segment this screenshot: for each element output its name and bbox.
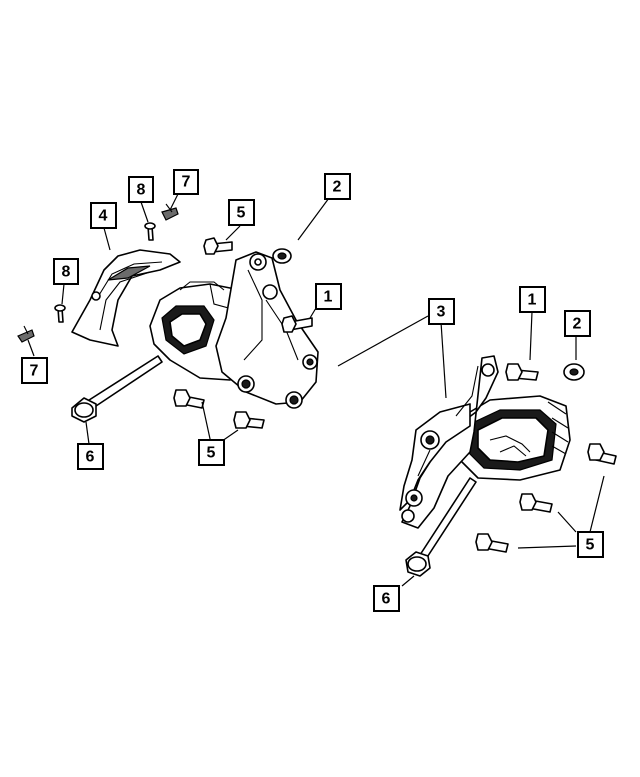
svg-text:6: 6 [382, 591, 391, 608]
svg-text:8: 8 [62, 264, 71, 281]
svg-text:8: 8 [137, 182, 146, 199]
screw-left [54, 304, 66, 323]
washer-right [563, 363, 585, 381]
clip-left [17, 325, 35, 343]
svg-text:7: 7 [182, 174, 191, 191]
through-bolt-right [405, 477, 477, 577]
callout-5-right: 5 [577, 531, 604, 558]
right-mount-assembly [399, 355, 617, 577]
callout-5-top: 5 [228, 199, 255, 226]
svg-text:3: 3 [437, 304, 446, 321]
heat-shield-bracket [71, 249, 181, 347]
bolt-left-mid2 [233, 411, 265, 429]
svg-text:7: 7 [30, 363, 39, 380]
bolt-right-1 [505, 363, 539, 381]
through-bolt-left [71, 355, 163, 423]
svg-text:4: 4 [99, 208, 108, 225]
left-mount-assembly [17, 203, 319, 429]
svg-text:5: 5 [207, 445, 216, 462]
callout-7-left: 7 [21, 357, 48, 384]
callout-2-right: 2 [564, 310, 591, 337]
callout-1-left: 1 [315, 283, 342, 310]
callout-4: 4 [90, 202, 117, 229]
leader-lines [27, 193, 605, 587]
bolt-right-c [475, 533, 509, 553]
callout-5-mid: 5 [198, 439, 225, 466]
screw-top [144, 222, 156, 241]
callout-8-top: 8 [128, 176, 154, 203]
svg-text:2: 2 [333, 179, 342, 196]
callouts: 8 7 4 5 2 8 1 7 [21, 169, 604, 612]
bolt-left-top [203, 237, 233, 255]
left-engine-mount [149, 251, 319, 409]
clip-top [161, 203, 179, 221]
callout-3: 3 [428, 298, 455, 325]
callout-2-left: 2 [324, 173, 351, 200]
callout-8-left: 8 [53, 258, 79, 285]
svg-text:5: 5 [586, 537, 595, 554]
callout-6-left: 6 [77, 443, 104, 470]
svg-text:5: 5 [237, 205, 246, 222]
bolt-right-a [587, 443, 617, 465]
callout-1-right: 1 [519, 286, 546, 313]
right-engine-mount [399, 355, 571, 529]
callout-7-top: 7 [173, 169, 199, 195]
bolt-left-mid1 [173, 389, 205, 409]
svg-text:1: 1 [528, 292, 537, 309]
svg-text:1: 1 [324, 289, 333, 306]
svg-text:2: 2 [573, 316, 582, 333]
bolt-right-b [519, 493, 553, 513]
bolt-left-1 [281, 315, 313, 333]
callout-6-right: 6 [373, 585, 400, 612]
svg-text:6: 6 [86, 449, 95, 466]
washer-left [272, 248, 292, 264]
